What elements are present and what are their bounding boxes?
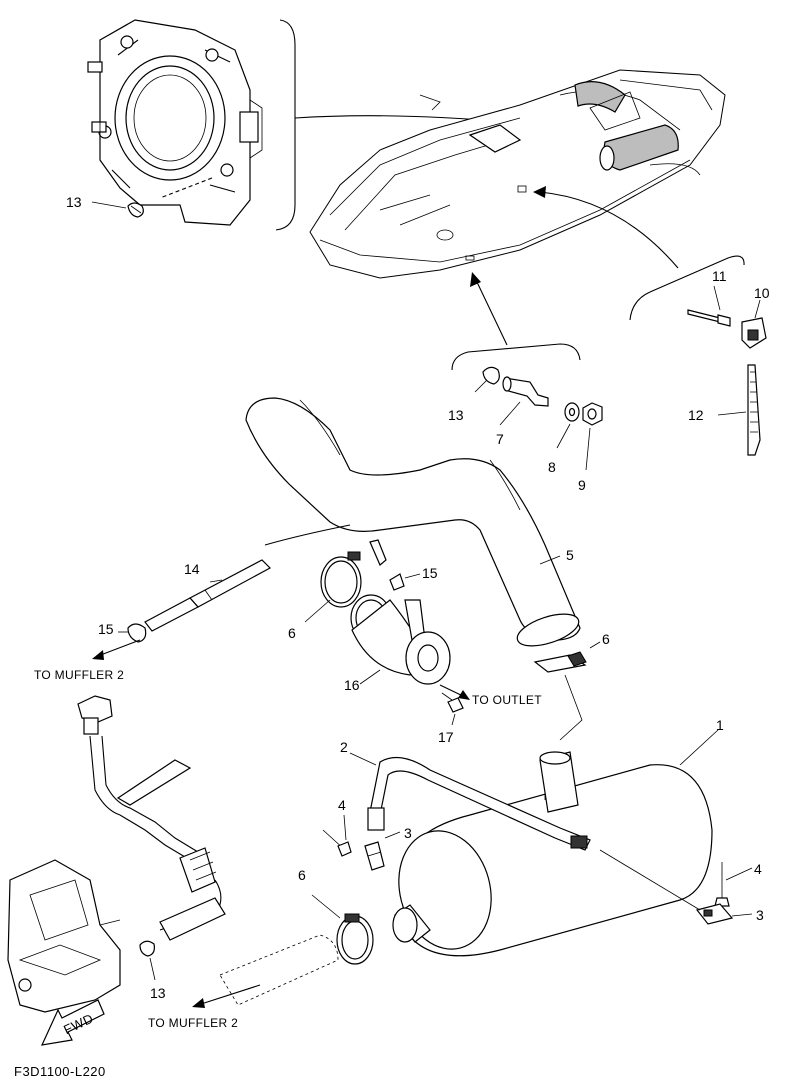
callout-15a: 15 xyxy=(98,621,114,637)
callout-13c: 13 xyxy=(150,985,166,1001)
hose-clamp-13-inset xyxy=(127,202,144,218)
part-3-bracket-right xyxy=(695,903,753,925)
callout-3b: 3 xyxy=(756,907,764,923)
part-6-clamp-lower xyxy=(311,894,374,965)
part-6-clamp-left xyxy=(304,551,362,623)
callout-3a: 3 xyxy=(404,825,412,841)
callout-12: 12 xyxy=(688,407,704,423)
part-6-clamp-right xyxy=(533,641,601,673)
callout-7: 7 xyxy=(496,431,504,447)
callout-6b: 6 xyxy=(602,631,610,647)
part-9-nut xyxy=(582,402,603,471)
part-10-clip xyxy=(741,299,767,349)
watercraft-overview xyxy=(309,69,726,279)
note-to-muffler-2-lower: TO MUFFLER 2 xyxy=(148,1016,238,1030)
part-15-fitting xyxy=(369,539,421,591)
inset-exhaust-flange: 13 xyxy=(66,19,296,231)
part-13-hose-clamp-small xyxy=(474,366,500,393)
part-5-exhaust-pipe xyxy=(245,397,581,647)
exhaust-manifold-flange-illustration xyxy=(87,19,263,226)
part-4-rivet-right xyxy=(714,862,753,907)
callout-10: 10 xyxy=(754,285,770,301)
callout-9: 9 xyxy=(578,477,586,493)
note-to-muffler-2-upper: TO MUFFLER 2 xyxy=(34,668,124,682)
fwd-label: FWD xyxy=(61,1011,96,1038)
part-16-outlet-pipe xyxy=(350,594,451,685)
part-3-bracket-left xyxy=(364,831,401,871)
callout-6c: 6 xyxy=(298,867,306,883)
callout-11: 11 xyxy=(712,268,727,284)
callout-16: 16 xyxy=(344,677,360,693)
callout-5: 5 xyxy=(566,547,574,563)
callout-6a: 6 xyxy=(288,625,296,641)
callout-8: 8 xyxy=(548,459,556,475)
part-12-cable-tie xyxy=(717,364,761,456)
part-13-clamp-lower xyxy=(139,940,156,981)
callout-4b: 4 xyxy=(754,861,762,877)
part-7-hose-joint xyxy=(499,376,549,426)
part-8-washer xyxy=(556,402,580,449)
part-14-hose xyxy=(144,524,351,632)
callout-15b: 15 xyxy=(422,565,438,581)
callout-13b: 13 xyxy=(448,407,464,423)
callout-13a: 13 xyxy=(66,194,82,210)
part-2-strap xyxy=(349,752,591,851)
callout-14: 14 xyxy=(184,561,200,577)
part-15-clamp-upper-left xyxy=(118,623,147,643)
engine-block-illustration xyxy=(7,859,121,1013)
callout-2: 2 xyxy=(340,739,348,755)
note-to-outlet: TO OUTLET xyxy=(472,693,542,707)
callout-1: 1 xyxy=(716,717,724,733)
drawing-code: F3D1100-L220 xyxy=(14,1064,106,1079)
part-17-bolt xyxy=(441,692,464,726)
cooling-hose-assembly xyxy=(77,695,226,941)
part-4-rivet-left xyxy=(322,814,352,857)
callout-17: 17 xyxy=(438,729,454,745)
part-1-muffler xyxy=(392,729,719,957)
callout-4a: 4 xyxy=(338,797,346,813)
part-11-rivet xyxy=(687,285,731,327)
